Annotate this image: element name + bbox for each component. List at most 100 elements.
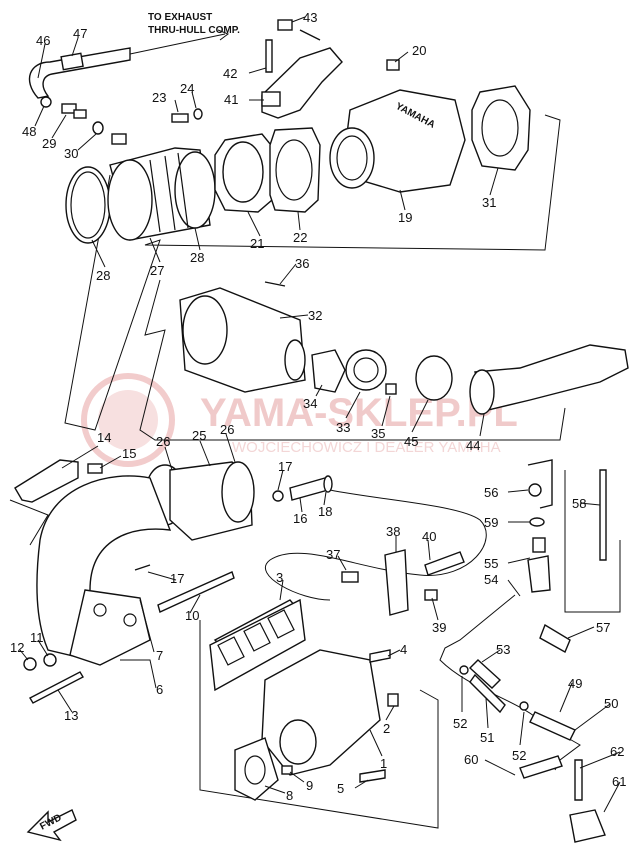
frame-left [9,499,49,546]
callout-23: 23 [152,90,166,105]
callout-28a: 28 [96,268,110,283]
part-9 [281,765,293,775]
part-21-hole [222,141,264,203]
fwd-arrow-shape [26,809,77,842]
callout-26b: 26 [220,422,234,437]
clip-17b [272,490,284,502]
hose-53 [468,659,502,689]
hose-51 [469,673,506,714]
bolt-36 [264,281,286,287]
part-35 [385,383,397,395]
gasket-3 [209,598,306,692]
pipe-56 [527,459,553,509]
callout-26a: 26 [156,434,170,449]
callout-19: 19 [398,210,412,225]
bolt-42 [265,39,273,73]
part-hose-46-47 [28,29,230,99]
watermark-logo-core [98,390,158,450]
part-joint-27 [65,133,216,244]
watermark-logo-ring [81,373,175,467]
callout-38: 38 [386,524,400,539]
callout-numbers: 43 20 42 41 46 47 48 29 30 23 24 19 31 2… [10,10,626,803]
frame-lower [199,620,439,829]
bracket-38 [384,549,409,616]
callout-42: 42 [223,66,237,81]
callout-8: 8 [286,788,293,803]
callout-36: 36 [295,256,309,271]
callout-32: 32 [308,308,322,323]
callout-50: 50 [604,696,618,711]
hose-nipple [111,133,127,145]
bolt-43-head [277,19,293,31]
section-outlines [9,114,621,829]
callout-33: 33 [336,420,350,435]
hose-44-mouth [469,369,495,415]
part-6-hole-a [93,603,107,617]
callout-24: 24 [180,81,194,96]
exhaust-pipe-6 [36,475,172,661]
callout-20: 20 [412,43,426,58]
part-55-body [527,555,551,593]
gasket-3-port-b [243,622,271,652]
callout-10: 10 [185,608,199,623]
part-14 [14,459,79,503]
callout-62: 62 [610,744,624,759]
callout-49: 49 [568,676,582,691]
pipe-18 [323,475,333,493]
hose-57 [539,623,571,653]
callout-53: 53 [496,642,510,657]
callout-46: 46 [36,33,50,48]
callout-35: 35 [371,426,385,441]
part-muffler-19: YAMAHA [329,59,466,193]
callout-9: 9 [306,778,313,793]
chamber-inlet [182,295,228,365]
callout-45: 45 [404,434,418,449]
bolts-left [23,564,235,704]
manifold-1 [261,649,381,776]
callout-22: 22 [293,230,307,245]
callout-56: 56 [484,485,498,500]
part-59 [529,517,545,527]
part-58 [599,469,607,561]
bolt-13 [29,671,84,704]
callout-14: 14 [97,430,111,445]
joint-ribs [149,152,189,233]
callout-58: 58 [572,496,586,511]
parts-1-3-8 [209,598,399,801]
callout-3: 3 [276,570,283,585]
part-chamber-32 [179,281,306,393]
fwd-arrow: FWD [26,809,77,842]
callout-55: 55 [484,556,498,571]
hose-leader [129,33,226,55]
part-22-hole [275,139,313,201]
callout-31: 31 [482,195,496,210]
callout-44: 44 [466,438,480,453]
callout-13: 13 [64,708,78,723]
callout-48: 48 [22,124,36,139]
watermark-sub: WOJCIECHOWICZ I DEALER YAMAHA [232,439,501,456]
callout-41: 41 [224,92,238,107]
hose-arrow [217,29,230,41]
part-62 [574,759,583,801]
bolt-10 [157,571,235,613]
callout-12: 12 [10,640,24,655]
callout-60: 60 [464,752,478,767]
gasket-8 [234,737,279,801]
part-29b [73,109,87,119]
callout-15: 15 [122,446,136,461]
water-hose-loop [264,489,487,601]
bolt-37 [341,571,359,583]
callout-59: 59 [484,515,498,530]
callout-34: 34 [303,396,317,411]
hose-clamp [60,52,84,71]
part-23 [171,113,189,123]
callout-4: 4 [400,642,407,657]
callout-5: 5 [337,781,344,796]
part-34 [311,349,346,393]
hose-54-50 [439,594,581,771]
callout-11: 11 [30,630,44,645]
gasket-3-port-a [217,636,245,666]
callout-52b: 52 [512,748,526,763]
part-55 [532,537,546,553]
